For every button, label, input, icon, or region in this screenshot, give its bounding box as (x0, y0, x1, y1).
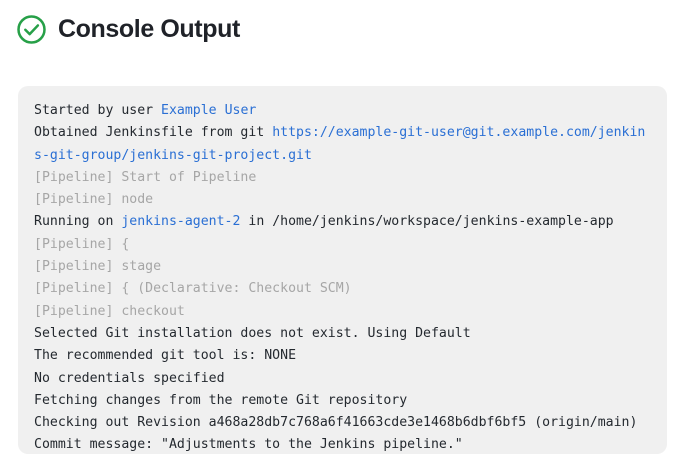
console-log-line: Commit message: "Adjustments to the Jenk… (34, 434, 651, 454)
console-log-text: Running on (34, 214, 122, 230)
console-log-text: Started by user (34, 103, 162, 118)
console-log-line: Obtained Jenkinsfile from git https://ex… (34, 122, 651, 167)
console-log-link[interactable]: https://example-git-user@git.example.com… (34, 125, 646, 163)
console-log-line: [Pipeline] { (34, 234, 651, 256)
console-log-text: [Pipeline] node (34, 192, 154, 208)
page-header: Console Output (0, 0, 686, 44)
console-log-text: [Pipeline] { (Declarative: Checkout SCM) (34, 281, 352, 297)
check-circle-icon (17, 14, 46, 44)
console-log-text: [Pipeline] { (34, 236, 130, 252)
console-log-line: Selected Git installation does not exist… (34, 323, 651, 345)
console-log-text: [Pipeline] Start of Pipeline (34, 169, 257, 185)
console-log-line: The recommended git tool is: NONE (34, 345, 651, 367)
console-log-line: [Pipeline] node (34, 189, 651, 211)
console-log-text: Obtained Jenkinsfile from git (34, 125, 273, 141)
console-log-link[interactable]: jenkins-agent-2 (121, 214, 241, 230)
console-log-line: [Pipeline] checkout (34, 301, 651, 323)
console-log-text: The recommended git tool is: NONE (34, 348, 297, 364)
console-log-line: No credentials specified (34, 368, 651, 390)
console-log-line: [Pipeline] { (Declarative: Checkout SCM) (34, 278, 651, 300)
console-log-text: [Pipeline] checkout (34, 303, 185, 319)
console-log-text: Checking out Revision a468a28db7c768a6f4… (34, 415, 638, 431)
console-log-link[interactable]: Example User (161, 103, 257, 118)
console-log-line: Fetching changes from the remote Git rep… (34, 390, 651, 412)
console-log-text: No credentials specified (34, 370, 225, 386)
console-log-line: [Pipeline] stage (34, 256, 651, 278)
console-log-line: Running on jenkins-agent-2 in /home/jenk… (34, 211, 651, 233)
console-log-line: Checking out Revision a468a28db7c768a6f4… (34, 412, 651, 434)
page-title: Console Output (58, 14, 240, 43)
console-log-line: Started by user Example User (34, 100, 651, 122)
console-log-text: Commit message: "Adjustments to the Jenk… (34, 437, 463, 453)
console-log-line: [Pipeline] Start of Pipeline (34, 167, 651, 189)
console-log-text: [Pipeline] stage (34, 259, 162, 275)
console-log-text: Selected Git installation does not exist… (34, 325, 471, 341)
console-log-text: in /home/jenkins/workspace/jenkins-examp… (240, 214, 614, 230)
console-log-text: Fetching changes from the remote Git rep… (34, 392, 408, 408)
